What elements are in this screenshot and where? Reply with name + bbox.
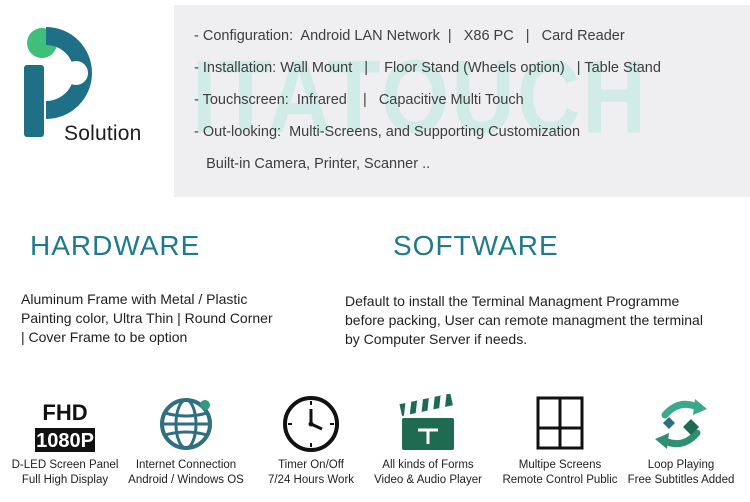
feature-fhd: FHD 1080P D-LED Screen Panel Full High D… xyxy=(0,390,130,488)
feature-caption-line: Video & Audio Player xyxy=(374,474,482,486)
fhd-badge-bottom: 1080P xyxy=(36,430,94,452)
spec-touchscreen: - Touchscreen: Infrared | Capacitive Mul… xyxy=(194,92,524,108)
feature-caption-line: Internet Connection xyxy=(135,459,237,471)
feature-caption-line: Remote Control Public xyxy=(502,474,618,486)
feature-caption-line: Full High Display xyxy=(21,474,109,486)
feature-caption-line: Multipe Screens xyxy=(518,459,602,471)
feature-caption-line: Android / Windows OS xyxy=(128,474,244,486)
hardware-description: Aluminum Frame with Metal / Plastic Pain… xyxy=(21,290,321,347)
spec-out-looking: - Out-looking: Multi-Screens, and Suppor… xyxy=(194,124,581,140)
fhd-1080p-icon: FHD 1080P xyxy=(0,390,130,458)
hardware-line: Painting color, Ultra Thin | Round Corne… xyxy=(21,310,273,326)
clock-icon xyxy=(246,390,376,458)
watermark-text: ITATOUCH xyxy=(192,38,648,155)
software-title: SOFTWARE xyxy=(393,230,559,261)
software-description: Default to install the Terminal Managmen… xyxy=(345,292,745,349)
hardware-line: | Cover Frame to be option xyxy=(21,329,188,345)
clapperboard-icon xyxy=(363,390,493,458)
logo-area: Solution xyxy=(0,5,172,197)
globe-network-icon xyxy=(121,390,251,458)
fhd-badge-top: FHD xyxy=(42,400,87,425)
spec-built-in: Built-in Camera, Printer, Scanner .. xyxy=(194,156,431,172)
loop-arrows-icon xyxy=(616,390,746,458)
hardware-title: HARDWARE xyxy=(30,230,201,261)
specs-panel: ITATOUCH - Configuration: Android LAN Ne… xyxy=(174,5,750,197)
logo-text: Solution xyxy=(64,122,142,145)
hardware-line: Aluminum Frame with Metal / Plastic xyxy=(21,291,248,307)
feature-caption-line: Free Subtitles Added xyxy=(627,474,735,486)
spec-configuration: - Configuration: Android LAN Network | X… xyxy=(194,28,625,44)
ip-solution-logo-icon xyxy=(24,27,92,137)
spec-installation: - Installation: Wall Mount | Floor Stand… xyxy=(194,60,661,76)
feature-caption-line: Timer On/Off xyxy=(278,459,344,471)
feature-caption-line: D-LED Screen Panel xyxy=(11,459,119,471)
feature-timer: Timer On/Off 7/24 Hours Work xyxy=(246,390,376,488)
feature-caption-line: Loop Playing xyxy=(647,459,715,471)
feature-media: All kinds of Forms Video & Audio Player xyxy=(363,390,493,488)
software-line: by Computer Server if needs. xyxy=(345,331,528,347)
feature-loop: Loop Playing Free Subtitles Added xyxy=(616,390,746,488)
software-line: Default to install the Terminal Managmen… xyxy=(345,293,680,309)
feature-multi-screen: Multipe Screens Remote Control Public xyxy=(495,390,625,488)
feature-caption-line: All kinds of Forms xyxy=(382,459,474,471)
feature-internet: Internet Connection Android / Windows OS xyxy=(121,390,251,488)
software-line: before packing, User can remote managmen… xyxy=(345,312,703,328)
split-screen-icon xyxy=(495,390,625,458)
feature-caption-line: 7/24 Hours Work xyxy=(267,474,355,486)
